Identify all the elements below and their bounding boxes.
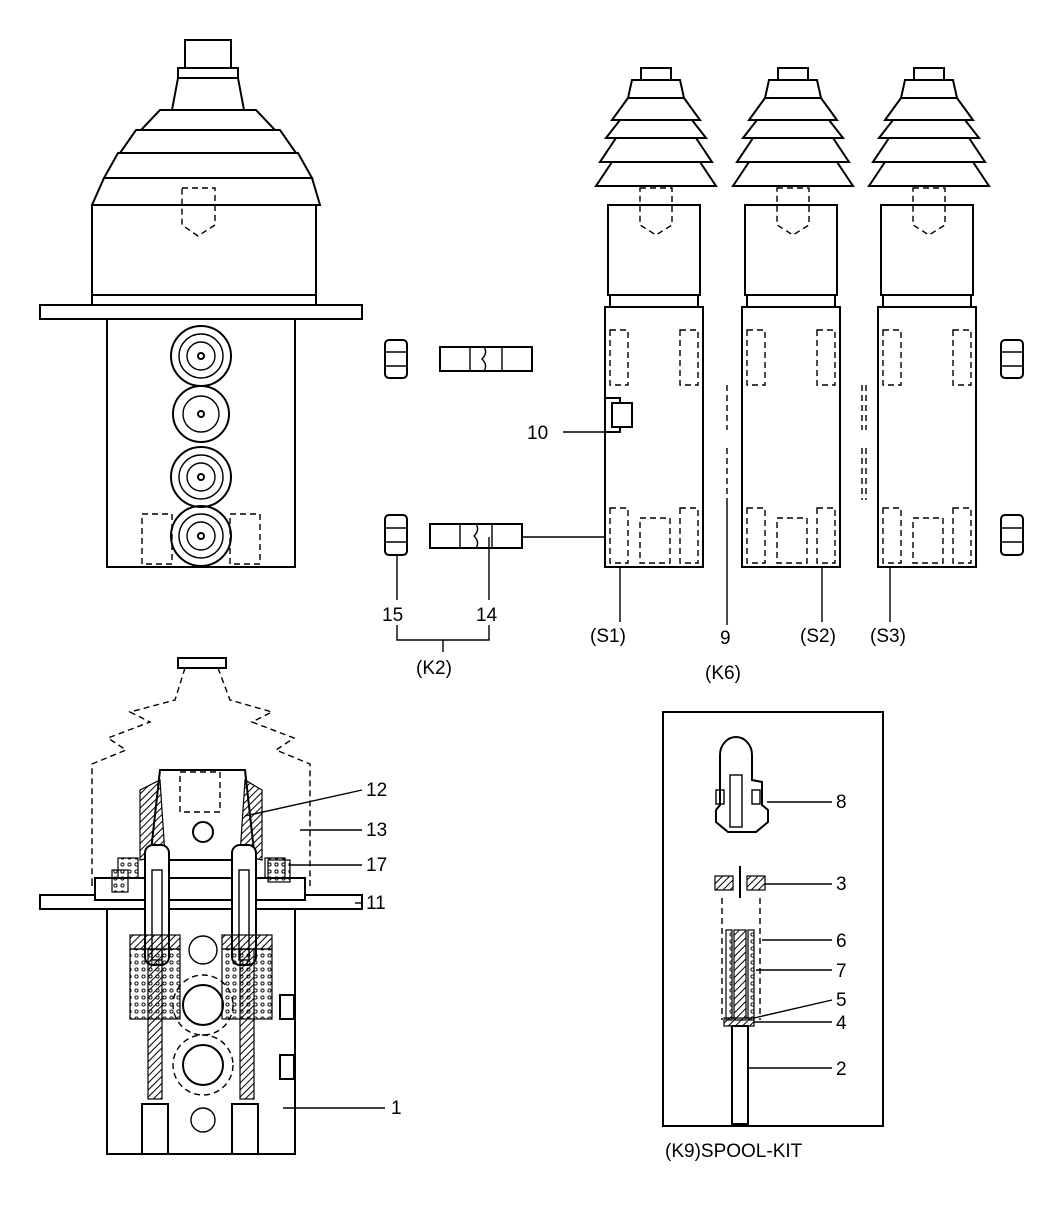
port-fittings: [170, 325, 232, 567]
assembled-top-view: [39, 39, 363, 568]
callout-7: 7: [836, 961, 847, 982]
callout-17: 17: [366, 855, 387, 876]
cartridge-s3: [868, 67, 990, 568]
kit-label-k2: (K2): [416, 658, 452, 679]
callout-10: 10: [527, 423, 548, 444]
callout-3: 3: [836, 874, 847, 895]
cartridge-s1: [595, 67, 717, 568]
cartridge-s2: [732, 67, 854, 568]
callout-13: 13: [366, 820, 387, 841]
callout-9: 9: [720, 628, 731, 649]
callout-2: 2: [836, 1059, 847, 1080]
callout-14: 14: [476, 605, 498, 626]
kit-label-k9: (K9)SPOOL-KIT: [665, 1141, 803, 1162]
leader-lines: [244, 431, 891, 1109]
kit-labels: (S1) (S2) (S3) (K2) (K6) (K9)SPOOL-KIT: [416, 626, 906, 1162]
kit-label-s2: (S2): [800, 626, 836, 647]
callout-6: 6: [836, 931, 847, 952]
callout-labels: 10 15 14 9 12 13 17 11 1 8 3 6 7 5 4 2: [366, 423, 847, 1119]
kit-label-s1: (S1): [590, 626, 626, 647]
callout-11: 11: [366, 893, 386, 914]
kit-label-k6: (K6): [705, 663, 741, 684]
nut-stud-hardware: [384, 339, 1024, 556]
callout-4: 4: [836, 1013, 847, 1034]
callout-8: 8: [836, 792, 847, 813]
callout-5: 5: [836, 990, 847, 1011]
spool-kit-box: [662, 711, 884, 1127]
cross-section-view: [39, 657, 363, 1155]
callout-1: 1: [391, 1098, 402, 1119]
kit-label-s3: (S3): [870, 626, 906, 647]
callout-15: 15: [382, 605, 403, 626]
spring-k6-markers: [726, 385, 867, 500]
callout-12: 12: [366, 780, 387, 801]
